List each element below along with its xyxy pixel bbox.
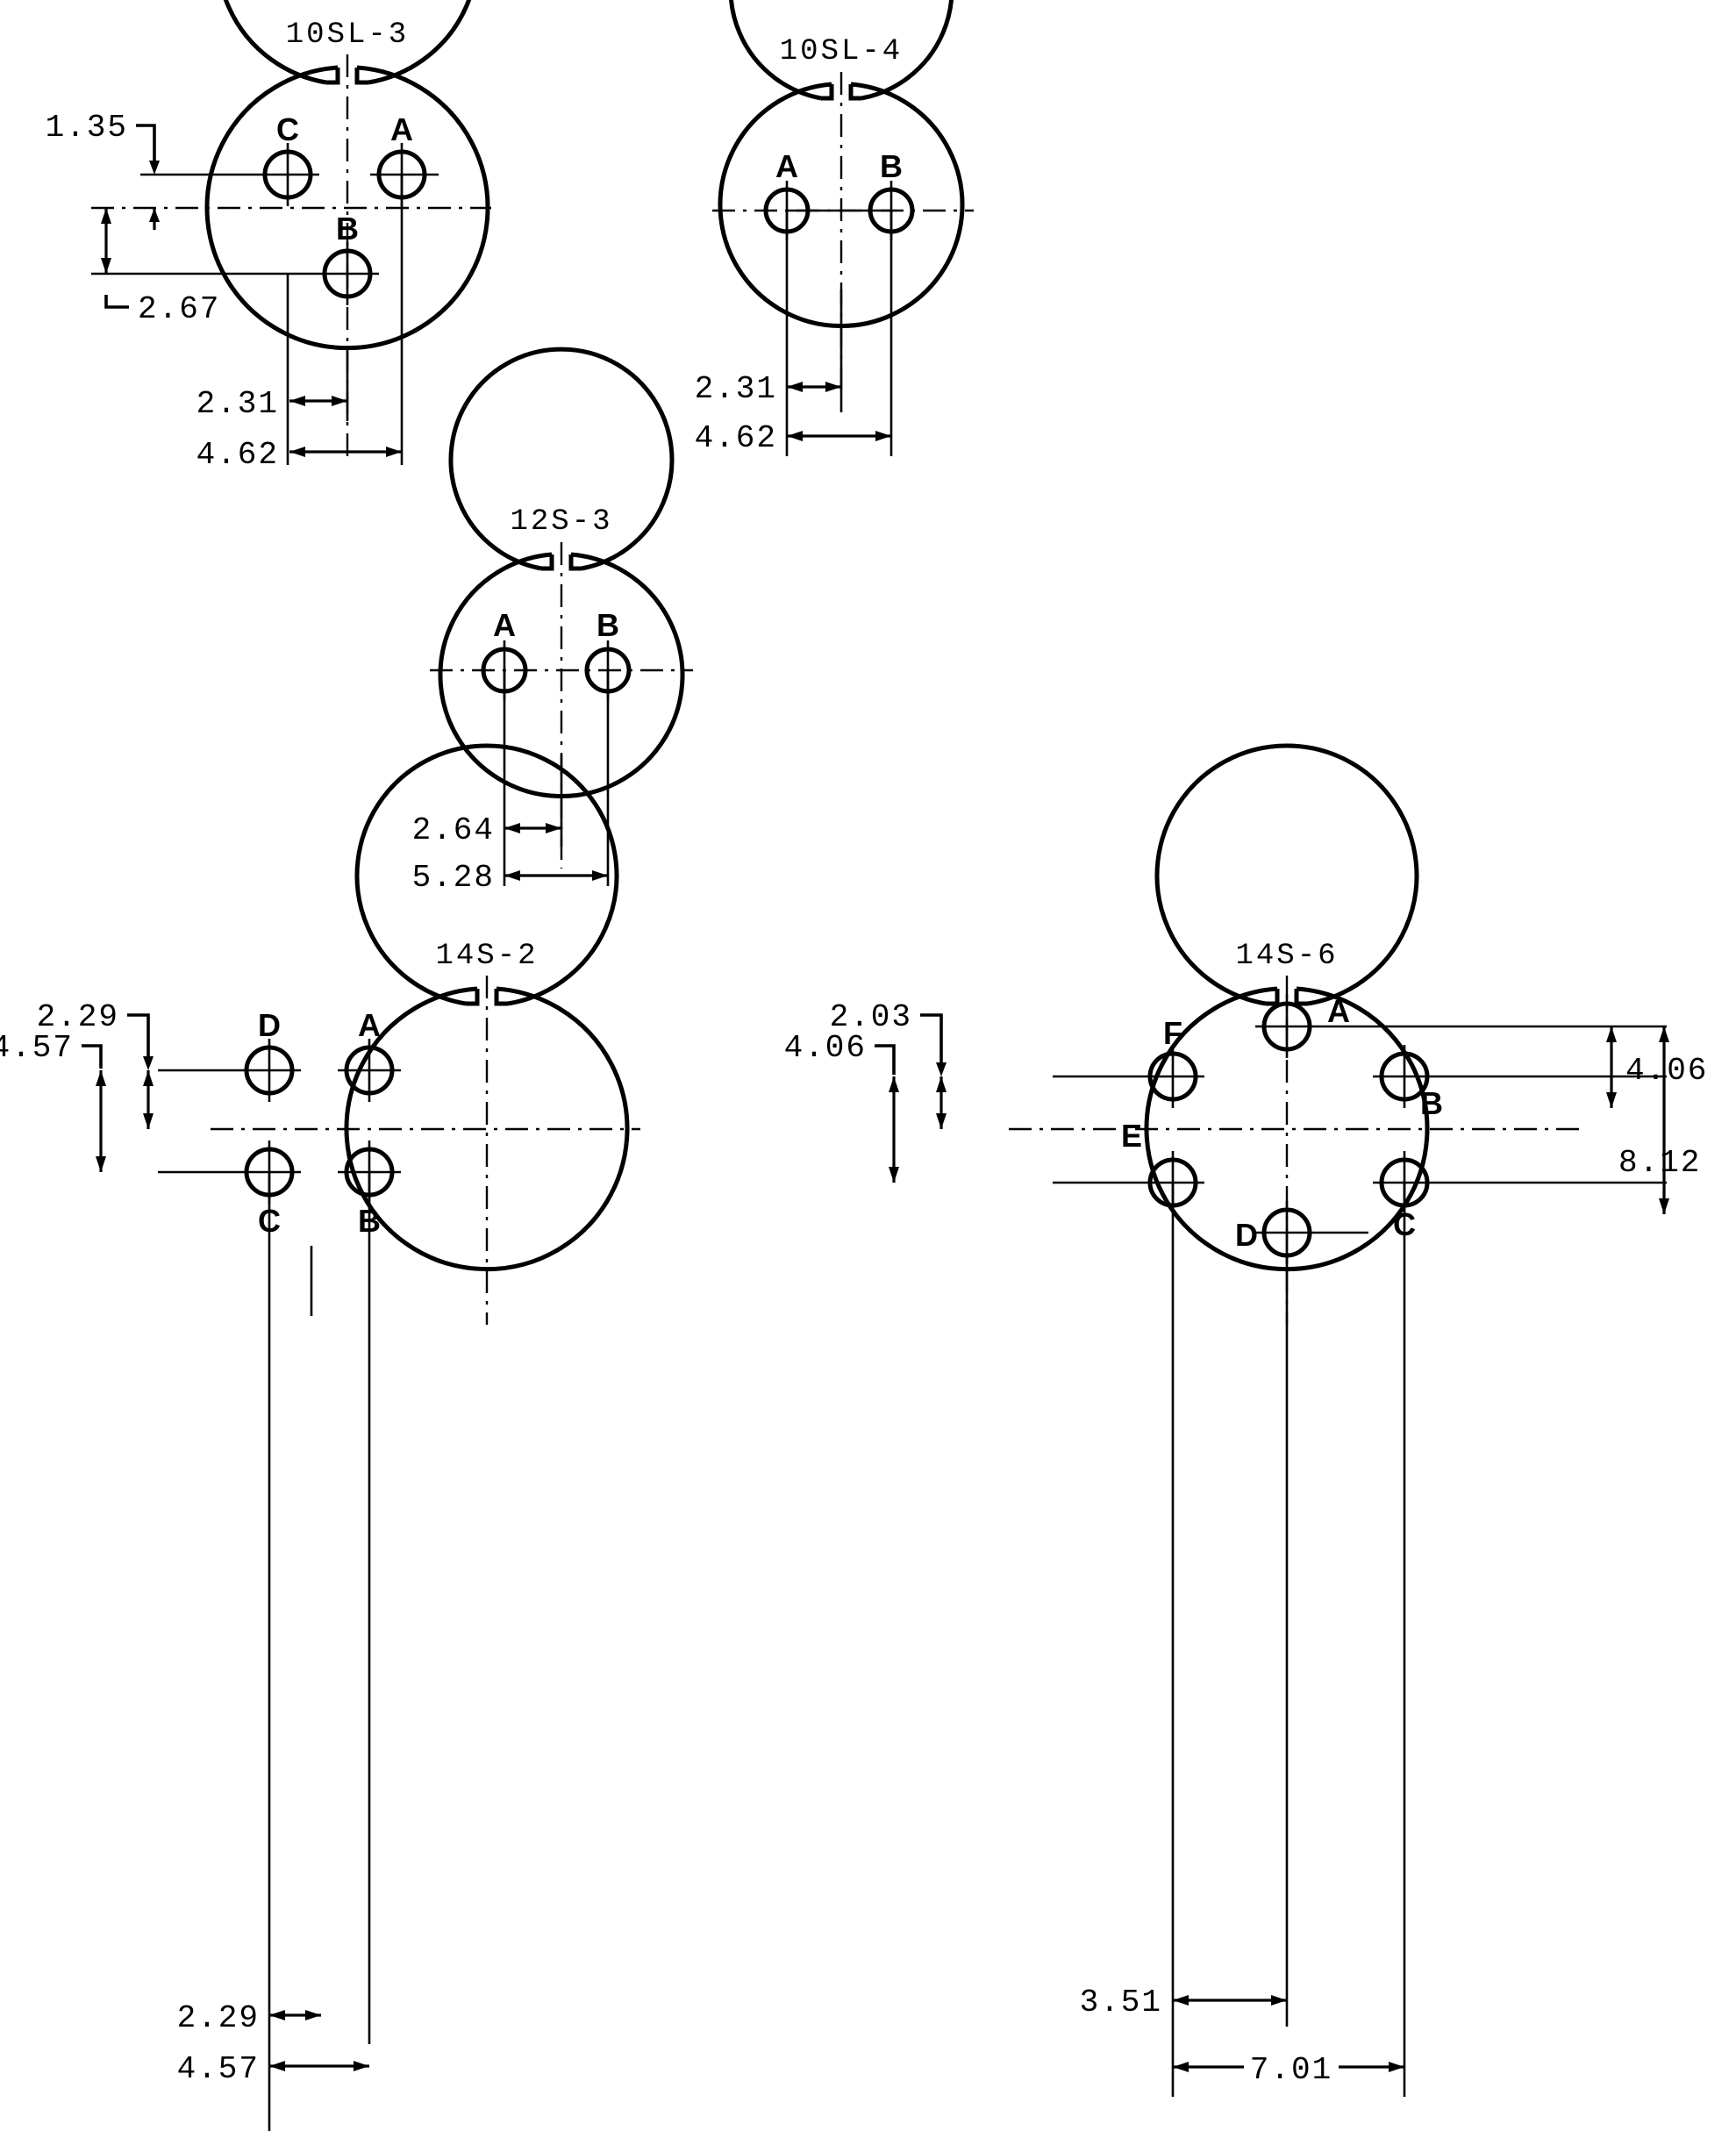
pin-f-14s-6: F: [1053, 1015, 1204, 1108]
dimension-value: 2.03: [830, 999, 912, 1035]
diagram-12s-3: 12S-3 A B 2.64: [412, 347, 693, 896]
pin-label: B: [880, 148, 903, 184]
pin-label: B: [336, 211, 359, 247]
dimension-value: 2.64: [412, 812, 495, 848]
shell-14s-2: [344, 743, 630, 1272]
pin-b-14s-6: B: [1373, 1045, 1667, 1121]
pin-e-14s-6: E: [1053, 1118, 1204, 1214]
dimension-value: 4.62: [196, 437, 279, 473]
pin-label: F: [1163, 1015, 1182, 1051]
dimension-1-35-arrow-10sl-3: [149, 208, 160, 230]
dimension-2-03-14s-6: 2.03: [830, 999, 947, 1076]
pin-label: E: [1121, 1118, 1142, 1154]
dimension-value: 2.29: [177, 2000, 260, 2036]
pin-a-14s-2: A: [338, 1007, 401, 1102]
pin-label: A: [358, 1007, 381, 1043]
diagram-14s-2: 14S-2 D A C: [0, 743, 640, 2131]
pin-c-10sl-3: C: [140, 111, 319, 206]
pin-label: C: [276, 111, 299, 147]
diagram-10sl-3: 10SL-3 C A B: [46, 0, 491, 473]
dimension-value: 2.29: [37, 999, 119, 1035]
dimension-3-51-14s-6: 3.51: [1080, 1984, 1287, 2020]
diagram-title-10sl-3: 10SL-3: [286, 18, 409, 52]
shell-10sl-3: [204, 0, 490, 351]
dimension-value: 2.31: [196, 386, 279, 422]
dimension-4-62-10sl-4: 4.62: [695, 420, 891, 456]
pin-label: D: [1235, 1217, 1258, 1253]
dimension-value: 4.62: [695, 420, 777, 456]
dimension-value: 5.28: [412, 860, 495, 896]
dimension-value: 4.06: [784, 1030, 867, 1066]
pin-b-10sl-3: B: [91, 211, 379, 305]
dimension-2-67-10sl-3: 2.67: [101, 208, 220, 327]
dimension-4-57-vertical-14s-2: 4.57: [0, 1030, 106, 1172]
diagram-14s-6: 14S-6 A F B: [784, 743, 1708, 2097]
dimension-value: 1.35: [46, 110, 128, 146]
diagram-title-10sl-4: 10SL-4: [780, 35, 903, 68]
pin-label: B: [1420, 1085, 1443, 1121]
dimension-value: 4.06: [1625, 1053, 1708, 1089]
dimension-2-64-12s-3: 2.64: [412, 812, 561, 848]
dimension-value: 4.57: [177, 2051, 260, 2087]
pin-b-10sl-4: B: [868, 148, 915, 240]
pin-a-10sl-3: A: [370, 111, 439, 206]
pin-label: B: [597, 607, 619, 643]
dimension-5-28-12s-3: 5.28: [412, 860, 608, 896]
dimension-2-31-10sl-4: 2.31: [695, 371, 841, 407]
diagram-title-12s-3: 12S-3: [510, 505, 612, 539]
pin-label: A: [775, 148, 798, 184]
dimension-2-31-10sl-3: 2.31: [196, 386, 347, 422]
dimension-2-29-horizontal-14s-2: 2.29: [177, 2000, 321, 2036]
diagram-title-14s-6: 14S-6: [1235, 940, 1338, 973]
pin-label: A: [493, 607, 516, 643]
pin-a-14s-6: A: [1255, 993, 1667, 1058]
pin-label: D: [258, 1007, 281, 1043]
dimension-value: 8.12: [1618, 1145, 1701, 1181]
dimension-value: 7.01: [1250, 2052, 1332, 2088]
dimension-4-06-right-14s-6: 4.06: [1606, 1026, 1708, 1108]
dimension-4-06-left-14s-6: 4.06: [784, 1030, 899, 1183]
dimension-4-57-horizontal-14s-2: 4.57: [177, 2051, 369, 2087]
dimension-4-62-10sl-3: 4.62: [196, 437, 402, 473]
dimension-7-01-14s-6: 7.01: [1173, 2046, 1404, 2088]
dimension-2-03-arrow-14s-6: [936, 1076, 947, 1129]
pin-label: A: [390, 111, 413, 147]
pin-label: A: [1327, 993, 1350, 1029]
dimension-8-12-right-14s-6: 8.12: [1618, 1026, 1701, 1214]
dimension-value: 2.31: [695, 371, 777, 407]
diagram-title-14s-2: 14S-2: [435, 940, 538, 973]
dimension-2-29-arrow-14s-2: [143, 1070, 154, 1129]
pin-d-14s-2: D: [158, 1007, 301, 1102]
dimension-value: 4.57: [0, 1030, 74, 1066]
dimension-value: 3.51: [1080, 1984, 1162, 2020]
dimension-1-35-10sl-3: 1.35: [46, 110, 160, 175]
dimension-2-29-vertical-14s-2: 2.29: [37, 999, 154, 1070]
dimension-value: 2.67: [138, 291, 220, 327]
pin-c-14s-2: C: [158, 1141, 301, 1239]
diagram-10sl-4: 10SL-4 A B 2.31: [695, 0, 974, 456]
